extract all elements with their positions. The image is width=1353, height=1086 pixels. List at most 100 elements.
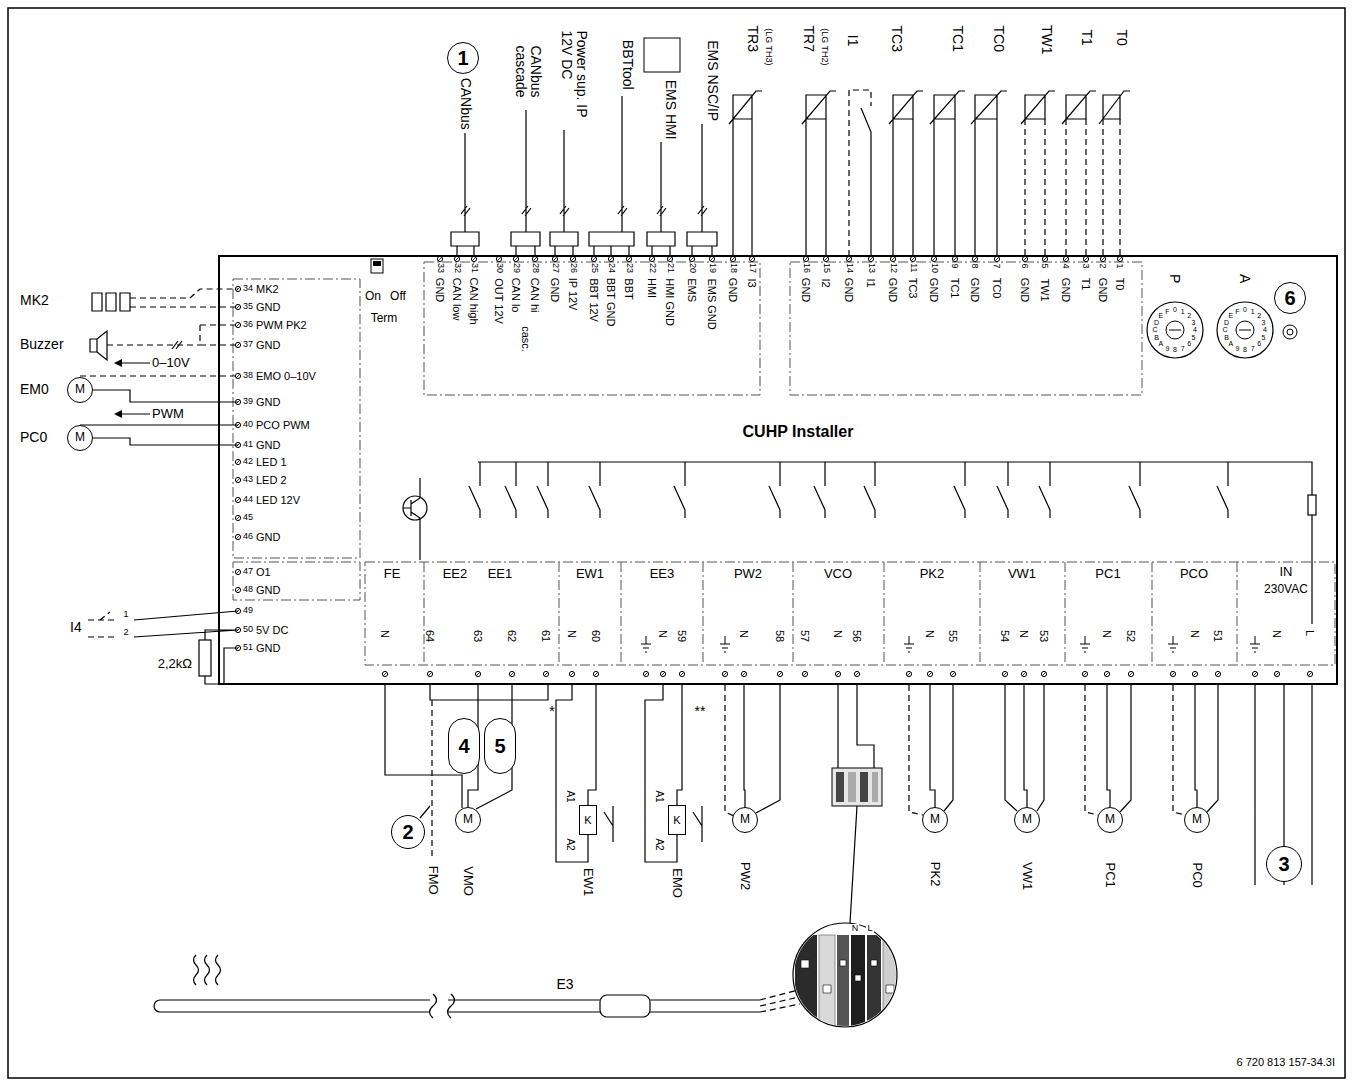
diagram-label: 46 — [243, 532, 253, 542]
diagram-label: 230VAC — [1264, 583, 1308, 596]
diagram-label: B — [1224, 334, 1229, 342]
plug-connector — [451, 232, 717, 246]
resistor-symbol — [199, 640, 211, 676]
diagram-label: IP 12V — [567, 278, 579, 311]
diagram-label: GND — [256, 396, 280, 408]
diagram-label: 1 — [1181, 308, 1185, 316]
diagram-label: GND — [434, 278, 446, 302]
diagram-label: 36 — [243, 320, 253, 330]
diagram-label: 64 — [424, 630, 436, 642]
cable-sleeve — [600, 995, 650, 1017]
diagram-label: EW1 — [576, 567, 604, 581]
diagram-label: N — [924, 630, 936, 638]
optional-wire — [432, 685, 1185, 1012]
diagram-label: T0 — [1113, 30, 1128, 46]
diagram-label: Off — [390, 290, 406, 303]
diagram-label: 62 — [506, 630, 518, 642]
node-text: M — [930, 813, 940, 826]
diagram-label: FMO — [425, 866, 439, 895]
diagram-label: 63 — [472, 630, 484, 642]
diagram-label: EMS — [686, 278, 698, 302]
diagram-label: 0 — [1243, 306, 1247, 314]
diagram-label: D — [1224, 319, 1229, 327]
diagram-label: 41 — [243, 440, 253, 450]
diagram-label: 55 — [947, 630, 959, 642]
diagram-label: LED 1 — [256, 456, 287, 468]
diagram-label: 35 — [243, 302, 253, 312]
diagram-label: ** — [695, 704, 706, 719]
diagram-label: 9 — [950, 263, 960, 268]
diagram-label: CANbus cascade — [513, 45, 544, 107]
node-text: 3 — [1278, 853, 1289, 875]
diagram-label: N — [832, 630, 844, 638]
diagram-label: BBTtool — [619, 40, 634, 90]
diagram-label: A2 — [564, 838, 575, 850]
motor-symbol: M — [455, 807, 481, 833]
rotary-knob — [1166, 321, 1297, 339]
diagram-label: 9 — [1165, 345, 1169, 353]
diagram-label: 8 — [1243, 346, 1247, 354]
termination-switch — [371, 259, 383, 273]
diagram-label: 1 — [1251, 308, 1255, 316]
diagram-label: 7 — [1181, 345, 1185, 353]
diagram-label: 5 — [1040, 263, 1050, 268]
diagram-label: VMO — [461, 866, 475, 896]
diagram-label: C — [1152, 326, 1157, 334]
diagram-label: N — [1018, 630, 1030, 638]
diagram-label: CAN lo — [510, 278, 522, 313]
diagram-label: EE1 — [488, 567, 513, 581]
diagram-label: PC0 — [20, 430, 47, 445]
diagram-label: 48 — [243, 585, 253, 595]
diagram-label: 4 — [1263, 326, 1267, 334]
diagram-label: 37 — [243, 340, 253, 350]
node-text: M — [75, 383, 85, 396]
diagram-label: 53 — [1038, 630, 1050, 642]
diagram-label: 6 — [1257, 340, 1261, 348]
diagram-label: N — [657, 630, 669, 638]
diagram-label: 17 — [747, 263, 757, 273]
relay-switch — [218, 402, 1312, 624]
diagram-label: (LG TH3) — [763, 28, 773, 65]
wire — [1024, 685, 1027, 807]
terminal-block-part — [883, 935, 897, 1030]
diagram-label: VW1 — [1020, 862, 1034, 890]
diagram-label: VW1 — [1008, 567, 1036, 581]
diagram-label: 57 — [799, 630, 811, 642]
diagram-label: E — [1229, 312, 1234, 320]
diagram-label: A1 — [564, 790, 575, 802]
diagram-label: TW1 — [1039, 25, 1054, 55]
hmi-box — [644, 38, 680, 72]
diagram-label: N — [566, 630, 578, 638]
diagram-label: (LG TH2) — [819, 28, 829, 65]
diagram-label: HMI GND — [664, 278, 676, 326]
diagram-label: EE2 — [443, 567, 468, 581]
diagram-label: 5 — [1192, 334, 1196, 342]
diagram-label: 45 — [243, 513, 253, 523]
diagram-label: TC3 — [888, 25, 903, 51]
diagram-label: Power sup. IP 12V DC — [559, 30, 590, 126]
diagram-label: 56 — [851, 630, 863, 642]
diagram-label: B — [1154, 334, 1159, 342]
board-title: CUHP Installer — [743, 423, 854, 441]
diagram-label: PWM PK2 — [256, 319, 307, 331]
diagram-label: D — [1154, 319, 1159, 327]
diagram-label: 20 — [687, 263, 697, 273]
diagram-label: 31 — [469, 263, 479, 273]
terminal-hole — [801, 960, 894, 993]
node-text: K — [673, 814, 680, 826]
diagram-label: CAN high — [468, 278, 480, 325]
terminal-block-part — [819, 935, 835, 1030]
diagram-label: 3 — [1262, 319, 1266, 327]
diagram-label: 60 — [590, 630, 602, 642]
diagram-label: EE3 — [650, 567, 675, 581]
diagram-label: F — [1165, 308, 1169, 316]
diagram-label: EMS GND — [706, 278, 718, 329]
diagram-label: E3 — [556, 977, 573, 992]
switch-lever — [373, 261, 381, 266]
diagram-label: GND — [843, 278, 855, 302]
node-text: 1 — [457, 47, 468, 69]
diagram-label: C — [1222, 326, 1227, 334]
diagram-label: 12 — [888, 263, 898, 273]
